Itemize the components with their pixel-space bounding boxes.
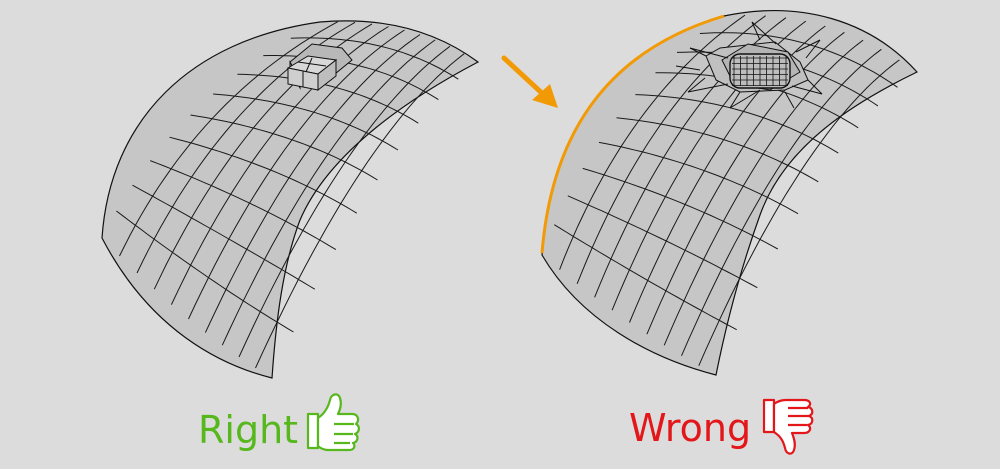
- mesh-line: [598, 141, 799, 215]
- mesh-line: [699, 32, 898, 88]
- hole-dense-lines: [732, 56, 788, 86]
- mesh-line: [132, 184, 316, 290]
- wrong-hole-insert: [675, 21, 823, 109]
- mesh-line: [169, 136, 358, 214]
- thumbs-down-icon: [762, 398, 814, 455]
- thumbs-up-icon: [306, 393, 360, 452]
- arrow-pointer: [501, 55, 558, 108]
- hole-box-side: [317, 58, 337, 92]
- right-caption: Right: [198, 408, 299, 452]
- hole-fan-triangles: [675, 21, 823, 109]
- mesh-line: [567, 195, 758, 289]
- hole-box-edge: [297, 61, 327, 67]
- wrong-surface-mesh: [541, 10, 918, 376]
- mesh-line: [116, 210, 294, 333]
- hole-box-edge: [305, 57, 313, 73]
- mesh-line: [237, 73, 419, 124]
- mesh-line: [582, 167, 779, 250]
- wrong-caption: Wrong: [629, 406, 752, 450]
- right-panel: [101, 20, 480, 452]
- mesh-line: [616, 117, 819, 183]
- mesh-line: [150, 160, 337, 251]
- right-hole-insert: [286, 43, 353, 92]
- highlighted-boundary-edge: [540, 14, 725, 254]
- mesh-line: [554, 224, 737, 331]
- mesh-line: [635, 94, 839, 154]
- mesh-line: [213, 93, 399, 151]
- wrong-panel: [501, 10, 918, 455]
- mesh-line: [290, 37, 459, 80]
- mesh-line: [190, 114, 378, 181]
